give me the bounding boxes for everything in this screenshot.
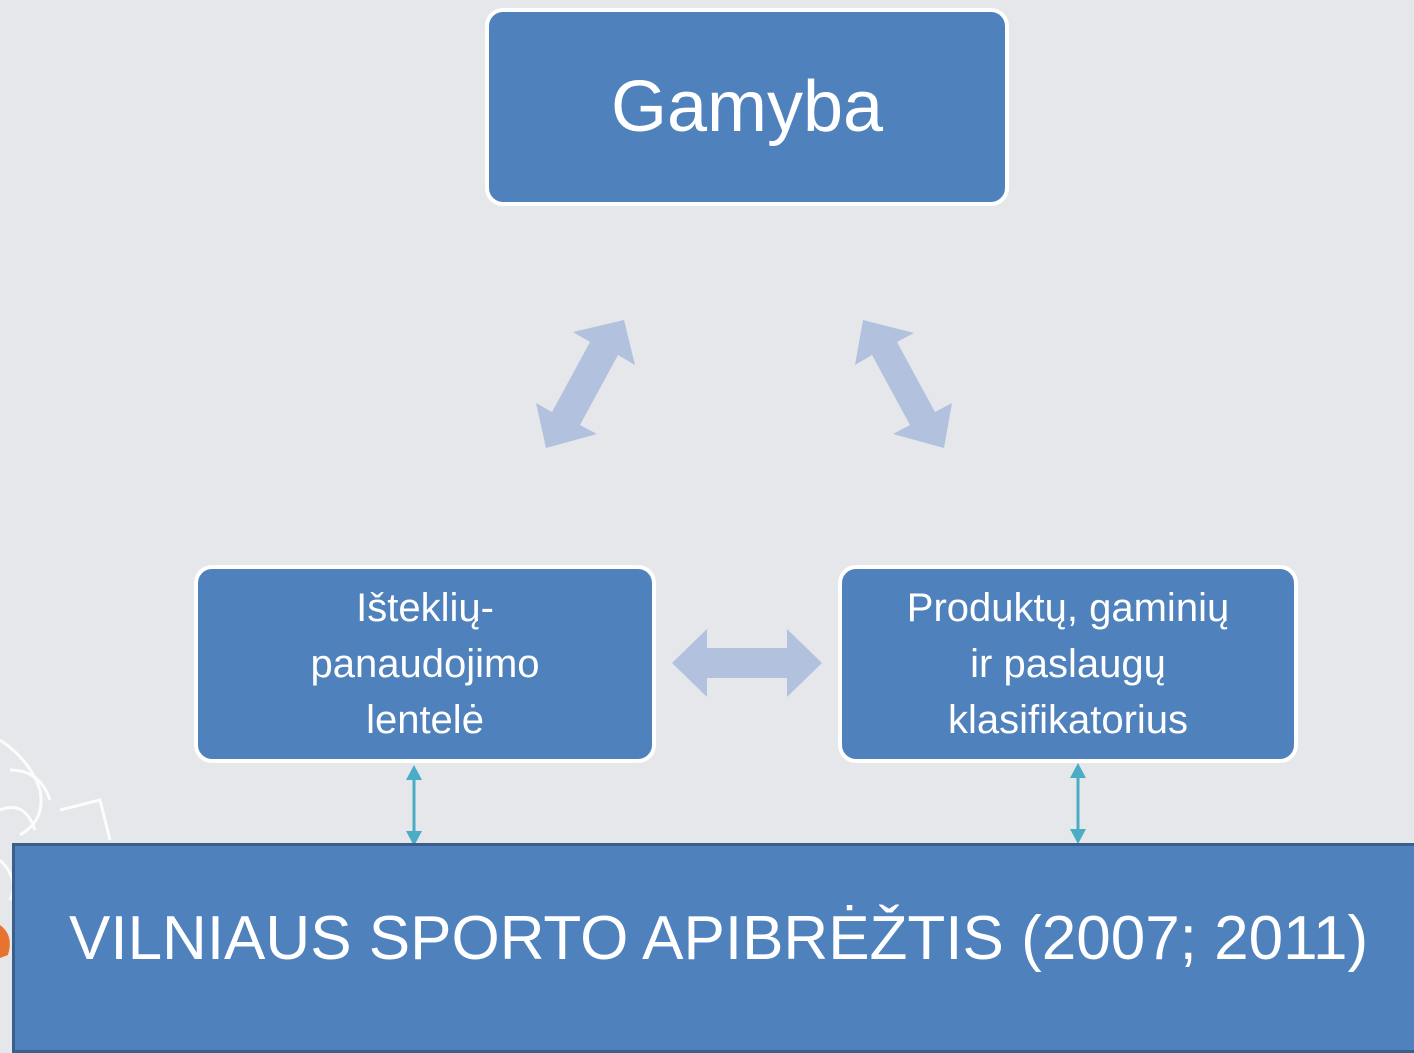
link-arrow-right xyxy=(1070,763,1086,844)
node-right-label: Produktų, gaminių ir paslaugų klasifikat… xyxy=(906,586,1230,742)
banner-title: VILNIAUS SPORTO APIBRĖŽTIS (2007; 2011) xyxy=(69,903,1369,973)
node-gamyba-label: Gamyba xyxy=(610,67,884,147)
node-istekliu-panaudojimo-lentele: Išteklių- panaudojimo lentelė xyxy=(194,565,656,763)
node-gamyba: Gamyba xyxy=(485,8,1009,206)
double-arrow-horizontal xyxy=(672,629,822,697)
title-banner: VILNIAUS SPORTO APIBRĖŽTIS (2007; 2011) xyxy=(12,843,1414,1053)
double-arrow-left-diagonal xyxy=(536,320,635,448)
link-arrow-left xyxy=(406,765,422,846)
node-left-label: Išteklių- panaudojimo lentelė xyxy=(310,586,540,742)
node-klasifikatorius: Produktų, gaminių ir paslaugų klasifikat… xyxy=(838,565,1298,763)
double-arrow-right-diagonal xyxy=(855,320,952,448)
